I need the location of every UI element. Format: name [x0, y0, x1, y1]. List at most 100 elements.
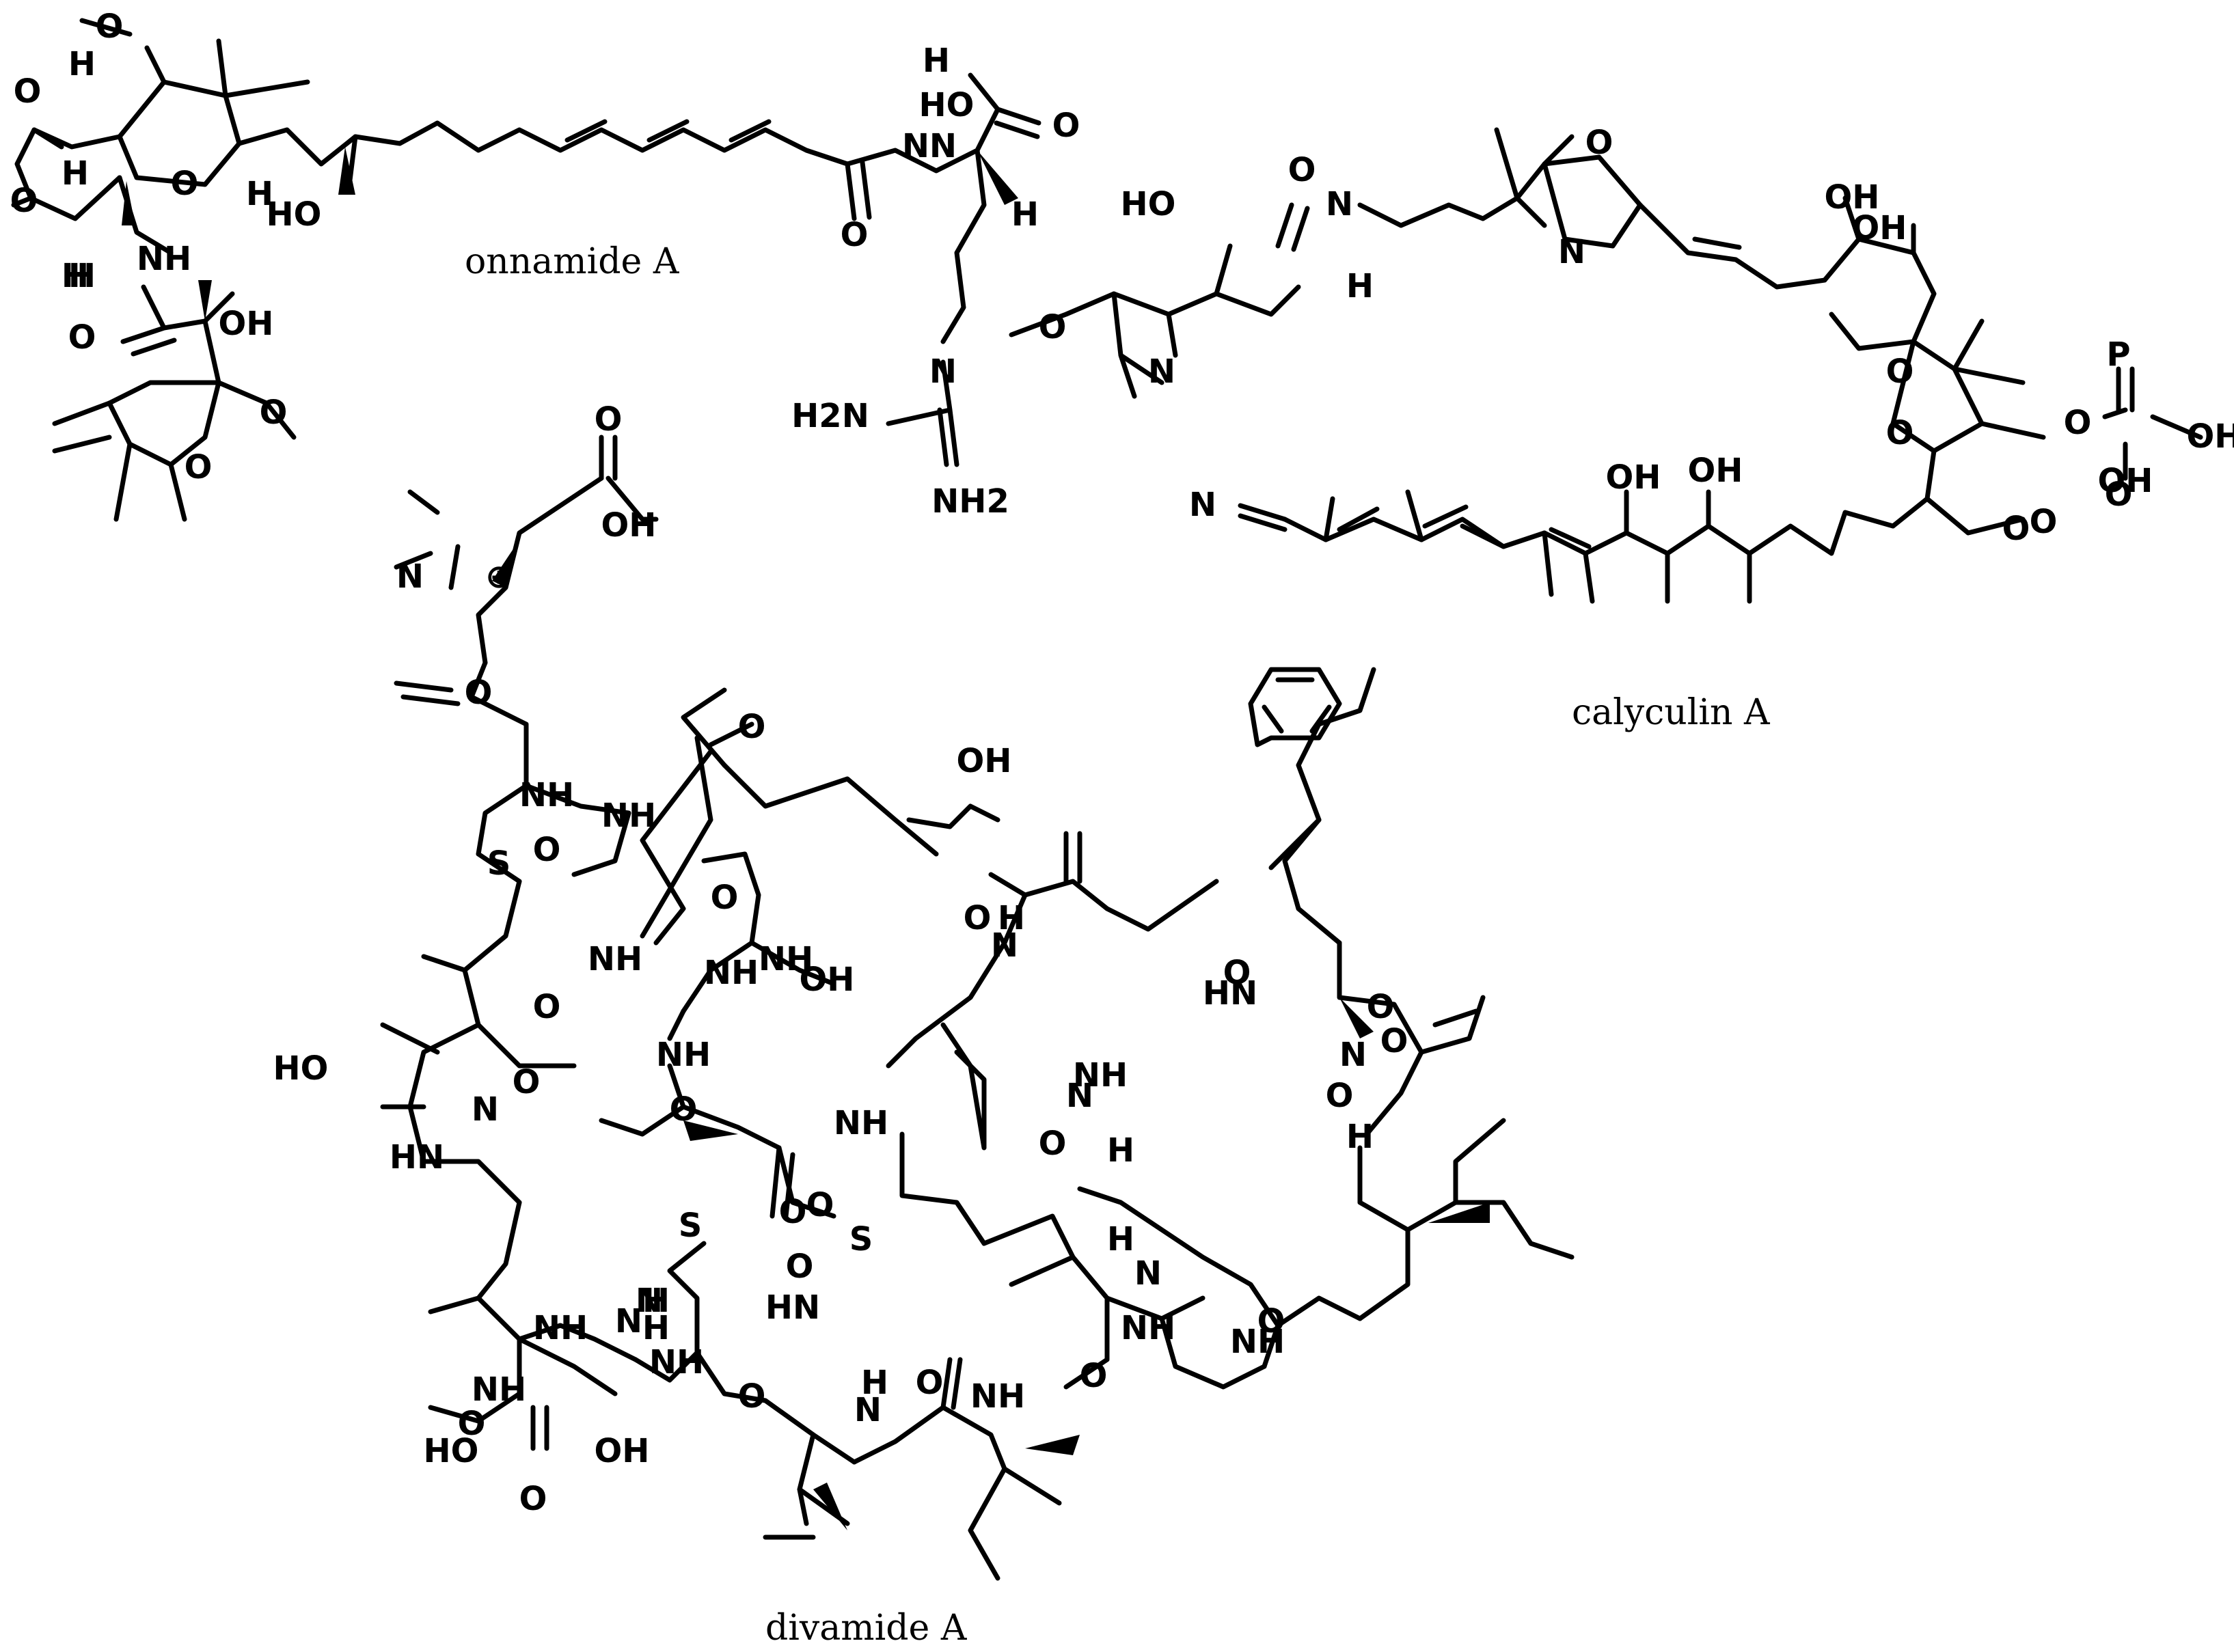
divamide-atom-label: O	[1326, 1077, 1354, 1115]
calyculin-atom-label: O	[1886, 414, 1914, 452]
calyculin-atom-label: OH	[1852, 209, 1907, 247]
divamide-atom-label: H	[642, 1282, 670, 1320]
onnamide-atom-label: H	[68, 257, 96, 295]
onnamide-atom-label: O	[96, 8, 124, 46]
divamide-atom-label: O	[711, 879, 739, 917]
divamide-atom-label: O	[738, 1377, 766, 1416]
onnamide-atom-label: O	[185, 448, 213, 486]
divamide-atom-label: H	[1107, 1131, 1134, 1170]
divamide-atom-label: NH	[704, 954, 759, 992]
calyculin-atom-label: N	[1189, 486, 1216, 524]
divamide-atom-label: NH	[601, 797, 656, 835]
divamide-atom-label: HN	[765, 1289, 820, 1327]
divamide-atom-label: HO	[424, 1432, 479, 1470]
divamide-atom-label: O	[964, 899, 992, 937]
divamide-atom-label: O	[533, 831, 561, 869]
calyculin-atom-label: O	[1288, 151, 1316, 189]
calyculin-atom-label: OH	[2098, 462, 2153, 500]
divamide-atom-label: NH	[1073, 1056, 1128, 1095]
divamide-atom-label: O	[1380, 1022, 1408, 1060]
divamide-atom-label: S	[849, 1220, 873, 1258]
divamide-atom-label: HN	[1203, 974, 1257, 1013]
calyculin-atom-label: O	[1585, 124, 1613, 162]
calyculin-a-structure	[1009, 127, 2203, 604]
onnamide-atom-label: H2N	[791, 397, 869, 435]
divamide-atom-label: O	[1257, 1302, 1285, 1340]
onnamide-atom-label: O	[14, 72, 42, 111]
divamide-atom-label: O	[1223, 954, 1251, 992]
onnamide-atom-label: OH	[219, 305, 274, 343]
calyculin-atom-label: N	[1148, 353, 1175, 391]
divamide-atom-label: O	[806, 1186, 834, 1224]
divamide-atom-label: OH	[800, 961, 855, 999]
calyculin-atom-label: O	[2030, 503, 2058, 541]
calyculin-atom-label: O	[2064, 404, 2092, 442]
divamide-atom-label: OH	[601, 506, 657, 545]
divamide-atom-label: N	[615, 1302, 642, 1340]
onnamide-atom-label: N	[929, 353, 957, 391]
onnamide-atom-label: O	[260, 394, 288, 432]
divamide-atom-label: O	[519, 1480, 547, 1518]
divamide-atom-label: N	[472, 1090, 499, 1129]
divamide-atom-label: S	[679, 1207, 703, 1245]
divamide-atom-label: O	[1367, 988, 1395, 1026]
calyculin-a-caption: calyculin A	[1572, 692, 1771, 733]
divamide-atom-label: NH	[834, 1104, 888, 1142]
divamide-atom-label: N	[991, 926, 1018, 965]
divamide-atom-label: H	[998, 899, 1025, 937]
divamide-atom-label: O	[465, 674, 493, 712]
onnamide-atom-label: HO	[267, 195, 322, 234]
calyculin-atom-label: OH	[1688, 452, 1743, 490]
calyculin-atom-label: N	[1326, 185, 1353, 223]
divamide-atom-label: O	[670, 1090, 698, 1129]
divamide-atom-label: HN	[390, 1138, 444, 1176]
onnamide-a-caption: onnamide A	[465, 241, 680, 282]
divamide-atom-label: O	[533, 988, 561, 1026]
onnamide-atom-label: H	[923, 42, 950, 80]
divamide-atom-label: N	[1066, 1077, 1093, 1115]
calyculin-atom-label: O	[2105, 476, 2133, 514]
positive-charge-symbol: ⊕	[485, 557, 513, 596]
onnamide-atom-label: N	[929, 127, 957, 165]
calyculin-atom-label: OH	[1606, 458, 1661, 497]
calyculin-atom-label: OH	[1825, 178, 1880, 217]
divamide-a-caption: divamide A	[765, 1608, 968, 1649]
onnamide-atom-label: H	[1011, 195, 1039, 234]
divamide-atom-label: O	[738, 708, 766, 746]
onnamide-atom-label: N	[902, 127, 929, 165]
divamide-atom-label: NH	[1230, 1323, 1285, 1361]
divamide-atom-label: NH	[519, 776, 574, 814]
calyculin-atom-label: O	[2002, 510, 2030, 548]
calyculin-atom-label: HO	[1121, 185, 1176, 223]
divamide-atom-label: O	[595, 400, 623, 439]
divamide-atom-label: S	[487, 844, 511, 883]
divamide-atom-label: NH	[533, 1309, 588, 1347]
divamide-atom-label: O	[786, 1248, 814, 1286]
divamide-atom-label: O	[458, 1405, 486, 1443]
onnamide-a-structure	[11, 18, 1041, 522]
calyculin-atom-label: H	[1346, 267, 1374, 305]
divamide-atom-label: O	[916, 1364, 944, 1402]
onnamide-atom-label: NH2	[931, 482, 1009, 521]
divamide-atom-label: O	[1080, 1357, 1108, 1395]
divamide-atom-label: N	[854, 1391, 882, 1429]
divamide-atom-label: NH	[588, 940, 642, 978]
onnamide-atom-label: H	[68, 45, 96, 83]
divamide-atom-label: HO	[273, 1049, 329, 1088]
calyculin-atom-label: N	[1558, 233, 1585, 271]
divamide-atom-label: NH	[656, 1036, 711, 1074]
divamide-atom-label: NH	[759, 940, 813, 978]
divamide-atom-label: OH	[957, 742, 1012, 780]
calyculin-atom-label: OH	[2187, 417, 2234, 456]
divamide-atom-label: NH	[970, 1377, 1025, 1416]
onnamide-atom-label: O	[10, 182, 38, 220]
onnamide-atom-label: NH	[137, 240, 191, 278]
divamide-atom-label: N	[636, 1282, 663, 1320]
onnamide-atom-label: H	[246, 175, 273, 213]
calyculin-atom-label: O	[1039, 308, 1067, 346]
onnamide-atom-label: O	[171, 165, 199, 203]
calyculin-atom-label: P	[2106, 335, 2130, 374]
